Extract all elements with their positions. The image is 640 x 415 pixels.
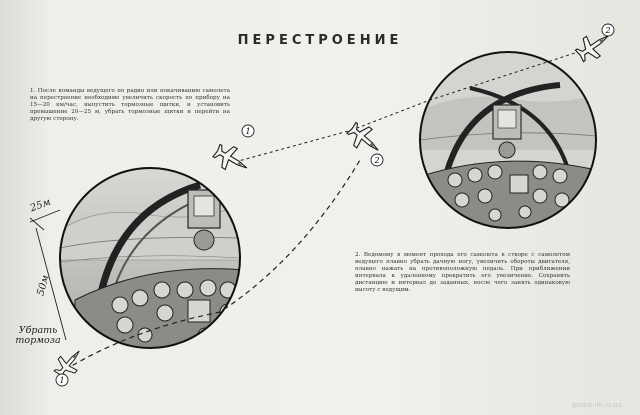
- instruction-paragraph-2: 2. Ведомому в момент прохода его самолет…: [355, 252, 570, 293]
- marker-2-top: 2: [601, 23, 615, 37]
- marker-1-top: 1: [241, 124, 255, 138]
- cockpit-view-right-frame: [419, 51, 597, 229]
- marker-1-bottom: 1: [55, 373, 69, 387]
- aircraft-leader-pos1: [209, 139, 254, 179]
- marker-2-mid-label: 2: [373, 156, 379, 165]
- instruction-paragraph-1: 1. После команды ведущего по радио или п…: [30, 88, 230, 122]
- cockpit-view-left-frame: [59, 167, 241, 349]
- wingman-path: [64, 159, 361, 371]
- marker-1-top-label: 1: [245, 127, 250, 136]
- leader-path: [234, 51, 579, 163]
- marker-2-top-label: 2: [604, 26, 610, 35]
- page-title: ПЕРЕСТРОЕНИЕ: [237, 33, 403, 48]
- watermark: gorpa-lib.io.ua: [571, 401, 622, 409]
- marker-1-bottom-label: 1: [59, 376, 64, 385]
- label-brakes: Убрать тормоза: [15, 325, 61, 346]
- cockpit-view-right: [420, 52, 596, 228]
- dimension-lines: [29, 209, 67, 341]
- marker-2-mid: 2: [370, 153, 384, 167]
- aircraft-wingman-pos2: [343, 118, 387, 161]
- aircraft-wingman-pos1: [50, 343, 89, 383]
